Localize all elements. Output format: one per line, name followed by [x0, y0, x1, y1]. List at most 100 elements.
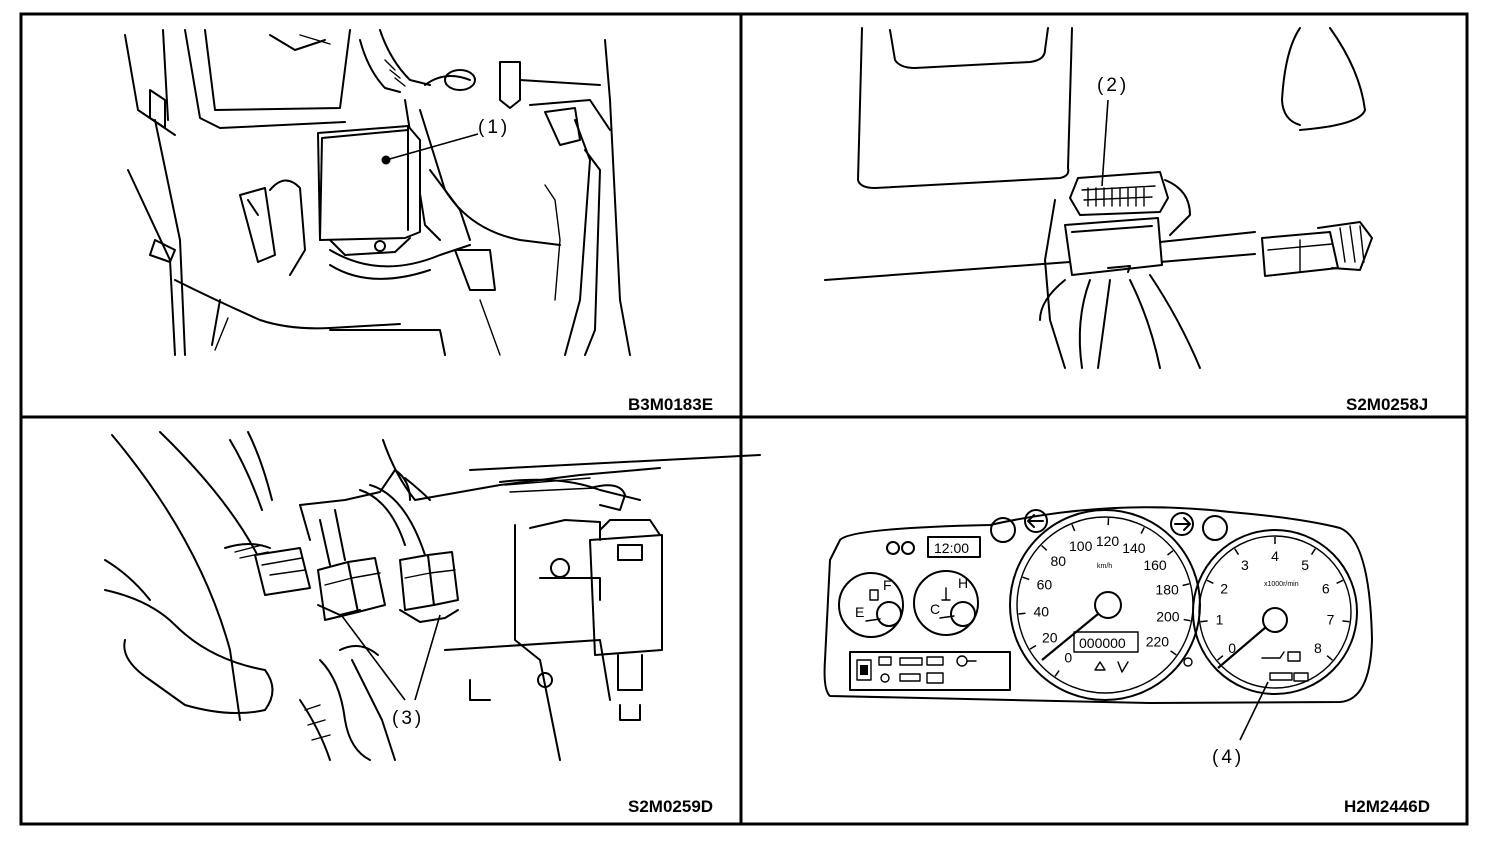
- scale-label: 220: [1146, 634, 1170, 650]
- wire-bundle: [224, 469, 431, 566]
- callout-2-label: (2): [1097, 75, 1129, 96]
- panel-3-connectors: (3) S2M0259D: [104, 431, 761, 816]
- scale-tick: [1310, 548, 1316, 556]
- scale-label: 8: [1314, 640, 1322, 656]
- cruise-icon: [880, 673, 890, 683]
- dash-underside-illustration: [824, 27, 1366, 369]
- scale-tick: [1170, 650, 1177, 656]
- scale-label: 1: [1216, 611, 1224, 627]
- callout-1-label: (1): [478, 117, 510, 138]
- battery-warning-icon: [878, 656, 892, 666]
- clock-display: 12:00: [934, 540, 969, 556]
- panel-grid: [19, 12, 1469, 826]
- door-open-icon: [1094, 661, 1106, 671]
- scale-label: 120: [1096, 533, 1120, 549]
- meter-housing: [823, 506, 1373, 704]
- tachometer-scale: 01 23 4 56 78: [1200, 537, 1350, 661]
- scale-label: 60: [1037, 577, 1053, 593]
- scale-label: 200: [1156, 609, 1180, 625]
- rpm-unit-label: x1000r/min: [1264, 581, 1299, 588]
- callout-3: (3): [341, 614, 441, 729]
- rpm-needle: [1217, 626, 1267, 669]
- temperature-gauge: H C: [913, 570, 979, 636]
- scale-tick: [1200, 620, 1208, 623]
- odometer-display: 000000: [1079, 635, 1126, 651]
- scale-label: 140: [1122, 540, 1146, 556]
- connector-pair-left: [317, 557, 386, 621]
- hazard-icon: [990, 517, 1016, 543]
- scale-tick: [1029, 644, 1037, 650]
- temp-hot-label: H: [958, 575, 968, 591]
- digital-clock: 12:00: [927, 536, 981, 558]
- connector-single: [254, 547, 311, 596]
- scale-tick: [1018, 612, 1026, 615]
- scale-tick: [1182, 583, 1190, 587]
- scale-label: 180: [1155, 581, 1179, 597]
- panel-2-diagnosis-connector: (2) S2M0258J: [824, 27, 1428, 414]
- brake-warning-icon: [1117, 661, 1129, 673]
- dash-structure-illustration: [124, 29, 631, 356]
- scale-label: 5: [1301, 557, 1309, 573]
- scale-label: 80: [1051, 553, 1067, 569]
- callout-4: (4): [1212, 681, 1269, 768]
- high-beam-icon: [1202, 515, 1228, 541]
- scale-tick: [1022, 576, 1030, 581]
- turn-left-icon: [1024, 509, 1048, 533]
- odometer-window: [1073, 631, 1139, 653]
- scale-tick: [1167, 550, 1174, 556]
- scale-label: 7: [1327, 611, 1335, 627]
- fuel-pump-icon: [869, 589, 879, 601]
- callout-4-label: (4): [1212, 747, 1244, 768]
- callout-1: (1): [385, 117, 510, 161]
- temp-cold-label: C: [930, 601, 940, 617]
- panel-2-code: S2M0258J: [1346, 395, 1428, 414]
- indicator-icons-top: [886, 509, 1228, 555]
- panel-4-code: H2M2446D: [1344, 797, 1430, 816]
- scale-tick: [1183, 618, 1191, 622]
- scale-tick: [1041, 544, 1048, 551]
- scale-label: 4: [1271, 548, 1279, 564]
- seatbelt-warning-icon: [856, 659, 872, 681]
- scale-label: 20: [1042, 629, 1058, 645]
- panel-1-control-module: (1) B3M0183E: [124, 29, 713, 414]
- check-engine-icon: [1287, 651, 1301, 662]
- fuel-gauge: F E: [838, 572, 904, 638]
- scale-label: 3: [1241, 557, 1249, 573]
- scale-tick: [1071, 524, 1076, 532]
- scale-label: 40: [1034, 604, 1050, 620]
- scale-label: 2: [1220, 580, 1228, 596]
- scale-tick: [1206, 579, 1214, 584]
- scale-tick: [1234, 548, 1240, 556]
- connector-pair-right: [399, 551, 459, 623]
- speed-unit-label: km/h: [1097, 563, 1112, 570]
- diagnosis-connector: [1064, 171, 1169, 276]
- warning-lamp-panel: [849, 651, 1011, 691]
- scale-label: 0: [1228, 640, 1236, 656]
- harness-connector-right: [1261, 221, 1373, 277]
- scale-tick: [1326, 655, 1333, 661]
- scale-label: 100: [1069, 538, 1093, 554]
- scale-label: 6: [1322, 580, 1330, 596]
- indicator-lamp-2-icon: [901, 541, 915, 555]
- panel-1-code: B3M0183E: [628, 395, 713, 414]
- control-module-box: [317, 125, 421, 256]
- callout-2: (2): [1097, 75, 1129, 187]
- key-icon: [956, 655, 968, 667]
- pedal-area-illustration: [104, 431, 761, 761]
- indicator-lamp-1-icon: [886, 541, 900, 555]
- fuel-empty-label: E: [855, 604, 864, 620]
- scale-tick: [1054, 670, 1060, 677]
- scale-tick: [1217, 655, 1224, 661]
- scale-tick: [1140, 527, 1145, 534]
- scale-label: 160: [1143, 557, 1167, 573]
- thermometer-icon: [941, 587, 951, 601]
- panel-4-combination-meter: 12:00 F E H C: [823, 506, 1430, 816]
- speed-needle: [1041, 613, 1099, 661]
- scale-label: 0: [1064, 649, 1072, 665]
- scale-tick: [1336, 579, 1344, 584]
- turn-right-icon: [1170, 512, 1194, 536]
- tachometer: 01 23 4 56 78 x1000r/min: [1192, 529, 1358, 695]
